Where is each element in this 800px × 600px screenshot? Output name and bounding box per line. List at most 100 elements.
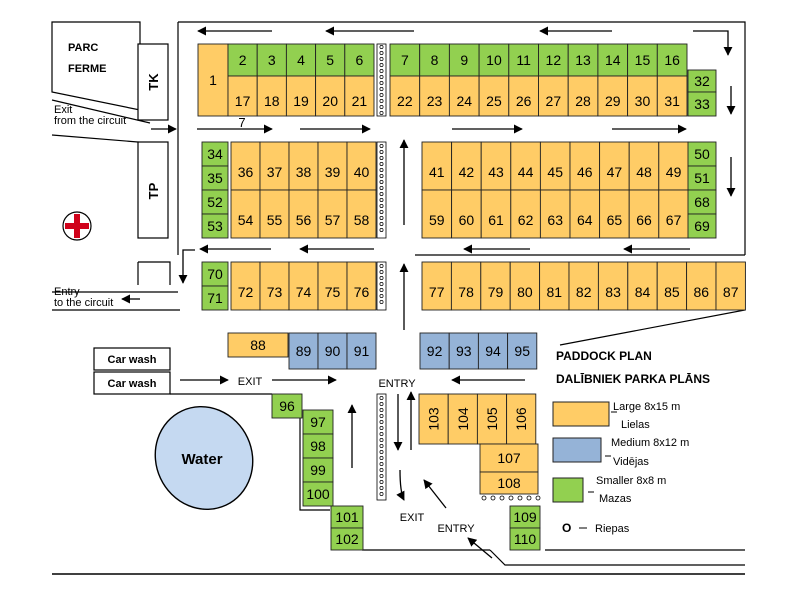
lot-9 <box>448 43 480 77</box>
lot-68 <box>687 189 717 215</box>
parc-ferme-label-1: PARC <box>68 42 98 54</box>
tyre-dot <box>379 210 384 214</box>
lot-61 <box>480 189 512 239</box>
lot-43 <box>480 141 512 191</box>
lot-number: 50 <box>694 146 710 162</box>
legend-dashes <box>579 411 617 529</box>
lot-72 <box>230 261 261 311</box>
lot-number: 109 <box>513 509 537 525</box>
tyre-dot <box>379 456 384 460</box>
lot-73 <box>259 261 290 311</box>
lot-number: 8 <box>431 52 439 68</box>
tyre-dot <box>379 276 384 280</box>
lot-number: 79 <box>488 284 504 300</box>
lot-number: 37 <box>267 164 283 180</box>
legend-tyres-label: Riepas <box>595 523 630 535</box>
entry-lower-label: ENTRY <box>437 523 475 535</box>
car-wash-box-1 <box>93 347 171 371</box>
lot-number: 18 <box>264 93 280 109</box>
lot-number: 56 <box>296 212 312 228</box>
tyre-dot <box>481 495 487 501</box>
lot-77 <box>421 261 452 311</box>
lot-55 <box>259 189 290 239</box>
tyre-dot <box>379 99 384 103</box>
tyre-dot <box>379 105 384 109</box>
lot-63 <box>539 189 571 239</box>
lot-number: 70 <box>207 266 223 282</box>
lot-56 <box>288 189 319 239</box>
lot-78 <box>450 261 482 311</box>
lot-number: 65 <box>607 212 623 228</box>
lot-number: 62 <box>518 212 534 228</box>
lot-number: 97 <box>310 414 326 430</box>
car-wash-box-2 <box>93 371 171 395</box>
lot-number: 17 <box>235 93 251 109</box>
lot-number: 47 <box>607 164 623 180</box>
lot-number: 105 <box>484 407 500 431</box>
road-lines <box>51 21 746 575</box>
lot-94 <box>477 332 509 370</box>
tyre-dot <box>379 228 384 232</box>
lot-31 <box>656 75 688 117</box>
lot-number: 28 <box>575 93 591 109</box>
lot-number: 96 <box>279 398 295 414</box>
lot-number: 57 <box>325 212 341 228</box>
lot-36 <box>230 141 261 191</box>
tyre-dot <box>379 426 384 430</box>
lot-number: 80 <box>517 284 533 300</box>
lot-82 <box>568 261 599 311</box>
car-wash-label-1: Car wash <box>108 354 157 366</box>
tyre-dot <box>379 444 384 448</box>
lot-99 <box>302 457 334 483</box>
lot-number: 60 <box>459 212 475 228</box>
lot-number: 53 <box>207 218 223 234</box>
lot-59 <box>421 189 453 239</box>
lot-110 <box>509 527 541 551</box>
lot-number: 15 <box>635 52 651 68</box>
lot-number: 89 <box>296 343 312 359</box>
tyre-dot <box>379 69 384 73</box>
tyre-dot <box>379 282 384 286</box>
tyre-dot <box>379 192 384 196</box>
lot-number: 27 <box>546 93 562 109</box>
lot-108 <box>479 471 539 495</box>
lot-number: 69 <box>694 218 710 234</box>
lot-number: 39 <box>325 164 341 180</box>
lot-49 <box>658 141 689 191</box>
lot-number: 16 <box>664 52 680 68</box>
tyre-dot <box>535 495 541 501</box>
lot-number: 13 <box>575 52 591 68</box>
lot-number: 42 <box>459 164 475 180</box>
tyre-dot <box>379 402 384 406</box>
lot-69 <box>687 213 717 239</box>
tyre-dot <box>379 111 384 115</box>
lot-number: 84 <box>635 284 651 300</box>
tyre-dot <box>379 174 384 178</box>
lot-107 <box>479 443 539 473</box>
tyre-dot <box>379 396 384 400</box>
legend-large-en: Large 8x15 m <box>613 401 680 413</box>
tyre-dot <box>508 495 514 501</box>
lot-number: 64 <box>577 212 593 228</box>
tk-label: TK <box>146 73 161 91</box>
lot-number: 92 <box>427 343 443 359</box>
lane-marker-label: 7 <box>238 115 245 130</box>
tyre-dot <box>379 45 384 49</box>
lot-number: 77 <box>429 284 445 300</box>
lot-96 <box>271 393 303 419</box>
lot-number: 74 <box>296 284 312 300</box>
tyre-dots <box>379 45 541 501</box>
lot-number: 40 <box>354 164 370 180</box>
tyre-dot <box>379 75 384 79</box>
tyre-dot <box>379 87 384 91</box>
lot-66 <box>628 189 660 239</box>
lot-80 <box>509 261 541 311</box>
legend-title-1: PADDOCK PLAN <box>556 349 652 363</box>
lot-number: 54 <box>238 212 254 228</box>
lot-67 <box>658 189 689 239</box>
first-aid-cross-icon <box>62 211 92 241</box>
tyre-dot <box>379 480 384 484</box>
legend-medium-en: Medium 8x12 m <box>611 437 689 449</box>
lot-number: 101 <box>335 509 359 525</box>
